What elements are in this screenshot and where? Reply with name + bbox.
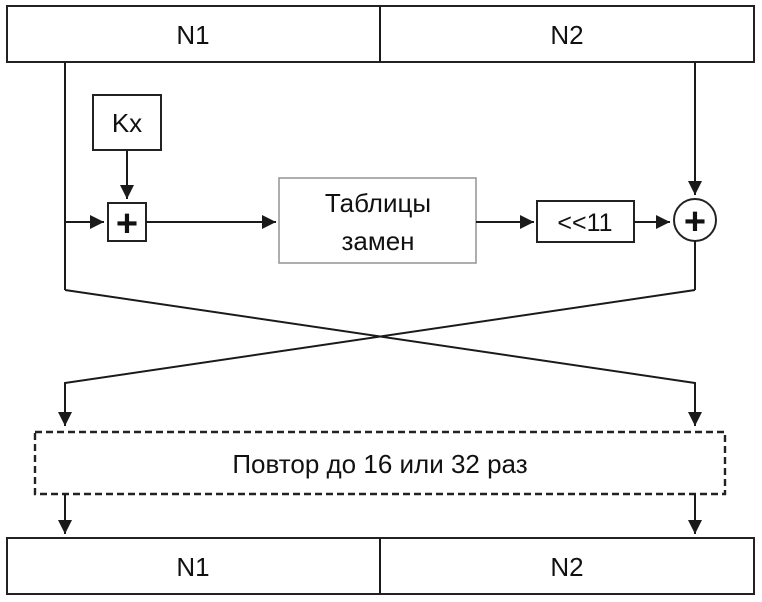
shift-label: <<11 [557,209,612,237]
shift-box [536,200,635,243]
top-n2-label: N2 [550,20,583,50]
modular-adder-symbol: + [116,203,138,245]
bottom-n1-label: N1 [176,552,209,582]
xor-symbol: + [684,201,706,243]
key-box [92,94,162,151]
crossover-n1-to-right [64,289,702,426]
top-n1-label: N1 [176,20,209,50]
substitution-tables-line1: Таблицы [325,188,431,218]
crossover-xor-to-left [58,289,696,426]
substitution-tables-box [278,177,477,264]
bottom-n2-label: N2 [550,552,583,582]
top-register: N1 N2 [6,5,755,63]
key-label: Kx [112,108,142,138]
modular-adder-box [107,202,147,242]
repeat-box [33,430,727,496]
repeat-label: Повтор до 16 или 32 раз [232,449,527,479]
substitution-tables-line2: замен [341,226,414,256]
bottom-register: N1 N2 [6,537,755,595]
